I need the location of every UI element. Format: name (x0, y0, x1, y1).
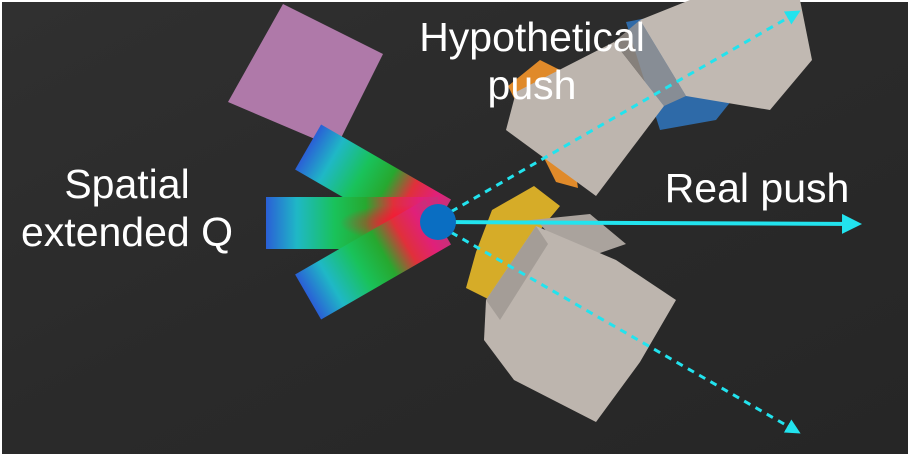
hypothetical-push-down-arrow (439, 224, 801, 434)
label-hypothetical-line2: push (487, 62, 577, 108)
label-real-push: Real push (664, 165, 850, 211)
pusher-dot (420, 204, 456, 240)
label-spatial-extended-q: Spatial extended Q (2, 160, 252, 256)
label-spatial-line2: extended Q (21, 209, 233, 255)
real-push-arrow (437, 213, 862, 234)
pink-block (228, 4, 383, 148)
cube-hypothetical-shadow (614, 20, 686, 106)
cube-real-edge (486, 226, 548, 320)
cube-real (484, 226, 676, 422)
label-spatial-line1: Spatial (64, 161, 190, 207)
label-hypothetical-push: Hypothetical push (398, 13, 666, 109)
hypothetical-push-up-arrow (439, 10, 801, 220)
label-hypothetical-line1: Hypothetical (419, 14, 645, 60)
q-band-lower (295, 199, 451, 320)
gold-block (466, 186, 560, 300)
